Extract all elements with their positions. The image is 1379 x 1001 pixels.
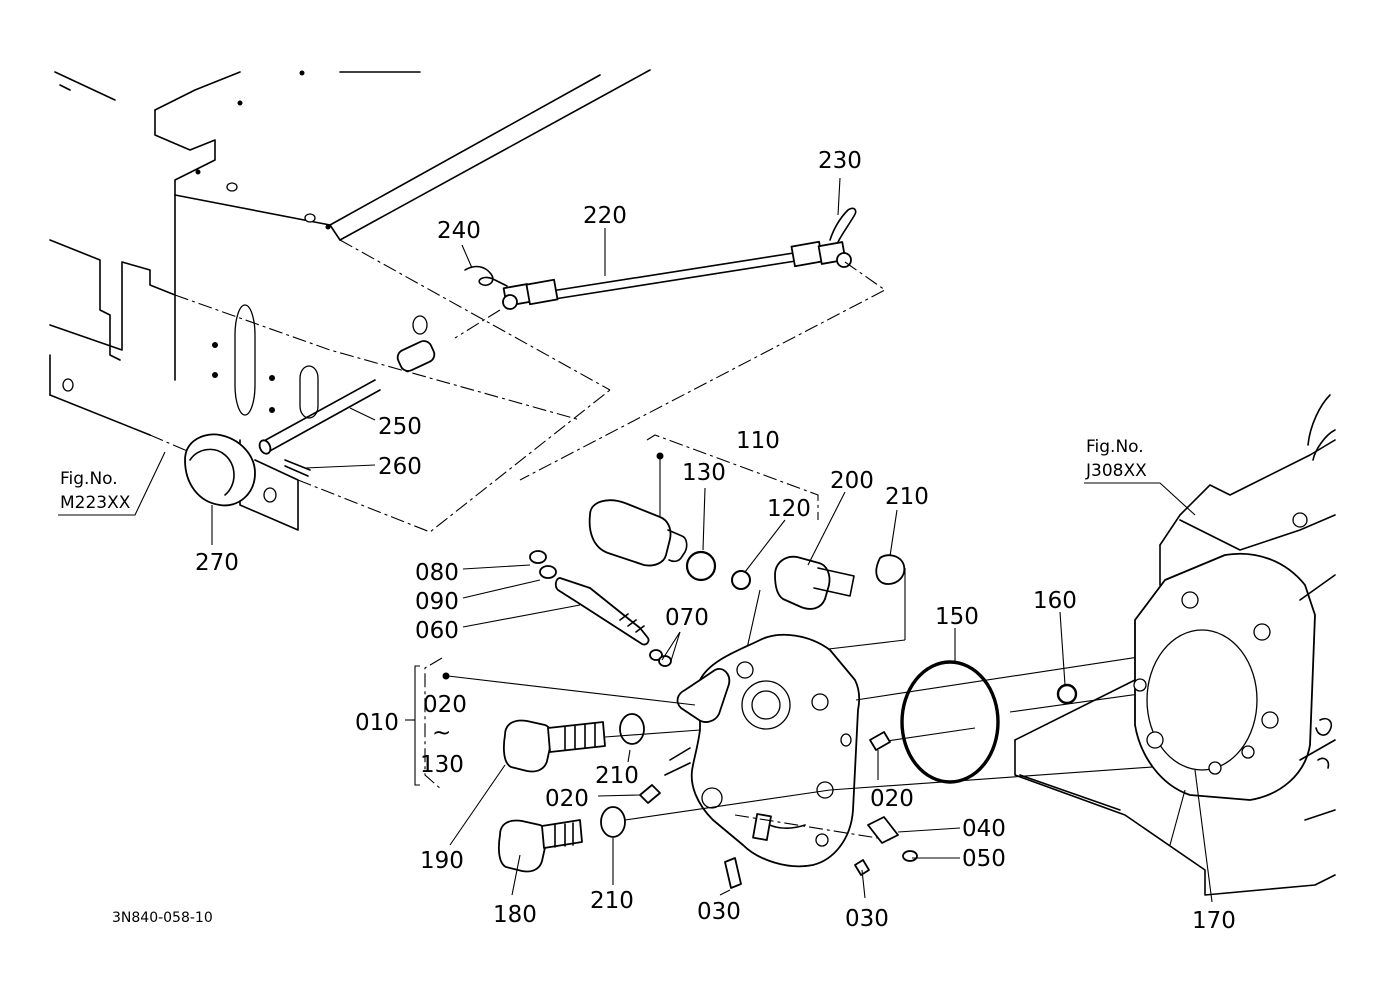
linkage-rod: [454, 207, 887, 481]
fig-ref-j308xx: Fig.No. J308XX: [1084, 437, 1196, 516]
callout-080: 080: [415, 560, 459, 586]
cover-plate: [664, 633, 1251, 868]
callout-250: 250: [378, 414, 422, 440]
callout-130-range-end: 130: [420, 752, 464, 778]
callout-070: 070: [665, 605, 709, 631]
callout-240: 240: [437, 218, 481, 244]
callout-030-left: 030: [697, 899, 741, 925]
drawing-code: 3N840-058-10: [112, 910, 213, 926]
transmission-case: [1014, 394, 1336, 896]
callout-260: 260: [378, 454, 422, 480]
callout-220: 220: [583, 203, 627, 229]
fig-ref-m223xx: Fig.No. M223XX: [58, 451, 166, 516]
callout-190: 190: [420, 848, 464, 874]
callout-040: 040: [962, 816, 1006, 842]
callout-160: 160: [1033, 588, 1077, 614]
callout-range-tilde: ~: [432, 720, 451, 746]
fig-ref-label: Fig.No.: [1086, 437, 1144, 457]
callout-labels: 230 220 240 250 260 270 110 130 120 200 …: [195, 148, 1236, 934]
shaft-group: [529, 550, 672, 667]
callout-050: 050: [962, 846, 1006, 872]
callout-120: 120: [767, 496, 811, 522]
callout-130: 130: [682, 460, 726, 486]
bolts: [498, 713, 831, 873]
callout-210-bottom: 210: [590, 888, 634, 914]
callout-150: 150: [935, 604, 979, 630]
callout-020-left: 020: [545, 786, 589, 812]
callout-230: 230: [818, 148, 862, 174]
frame-housing: [49, 69, 651, 533]
callout-270: 270: [195, 550, 239, 576]
callout-010: 010: [355, 710, 399, 736]
callout-060: 060: [415, 618, 459, 644]
callout-200: 200: [830, 468, 874, 494]
fig-ref-number: M223XX: [60, 493, 131, 513]
leader-lines: [211, 177, 1213, 903]
callout-210-middle: 210: [595, 763, 639, 789]
callout-020-right: 020: [870, 786, 914, 812]
callout-020-range-start: 020: [423, 692, 467, 718]
fig-ref-label: Fig.No.: [60, 469, 118, 489]
pin-and-knob: [184, 340, 436, 507]
callout-030-right: 030: [845, 906, 889, 932]
callout-180: 180: [493, 902, 537, 928]
callout-090: 090: [415, 589, 459, 615]
callout-170: 170: [1192, 908, 1236, 934]
callout-110: 110: [736, 428, 780, 454]
callout-210-top: 210: [885, 484, 929, 510]
valve-assembly: [588, 434, 906, 681]
fig-ref-number: J308XX: [1085, 461, 1147, 481]
